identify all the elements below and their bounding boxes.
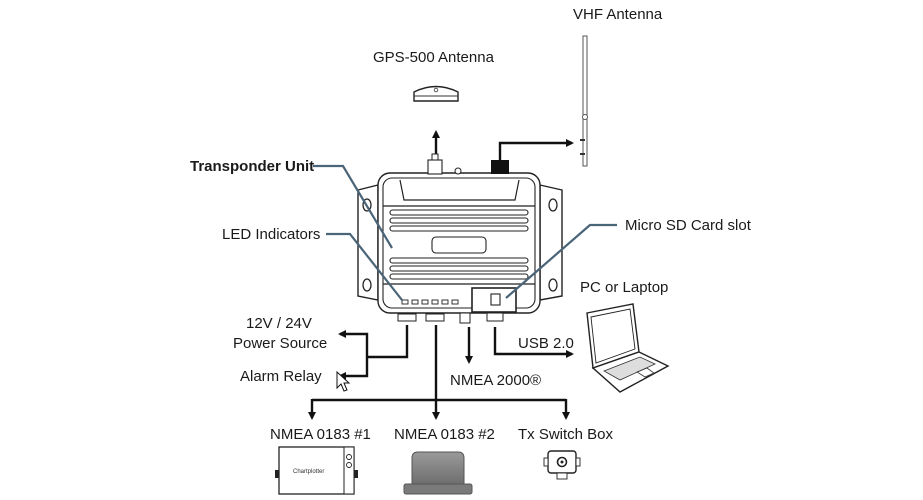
transponder-unit-label: Transponder Unit [190,158,314,175]
vhf-antenna: VHF Antenna [573,6,663,167]
laptop-icon [586,303,670,393]
tx-switch-box-device [543,450,581,480]
micro-sd-label: Micro SD Card slot [625,217,752,234]
power-source-label-line1: 12V / 24V [246,315,312,332]
vhf-antenna-label: VHF Antenna [573,6,663,23]
gps-antenna-label: GPS-500 Antenna [373,49,495,66]
alarm-relay-label: Alarm Relay [240,368,322,385]
usb-arrow [493,327,574,358]
nmea0183-1-label: NMEA 0183 #1 [270,426,371,443]
power-source-label-line2: Power Source [233,335,327,352]
vhf-connection-arrow [498,139,574,160]
micro-sd-callout [505,223,617,299]
nmea2000-label: NMEA 2000® [450,372,541,389]
nmea0183-2-label: NMEA 0183 #2 [394,426,495,443]
usb-label: USB 2.0 [518,335,574,352]
led-indicators [401,299,459,305]
chartplotter-device: Chartplotter [275,446,358,495]
vhf-connector [491,160,509,174]
led-indicators-label: LED Indicators [222,226,320,243]
gps-connector [427,159,443,175]
tx-switch-label: Tx Switch Box [518,426,614,443]
transponder-unit-callout [313,164,393,249]
nmea0183-2-device [403,451,473,495]
gps-antenna: GPS-500 Antenna [373,49,495,102]
mouse-cursor-icon [336,370,351,392]
power-source-arrow [338,330,369,357]
alarm-relay-arrow [338,357,369,380]
pc-laptop-label: PC or Laptop [580,279,668,296]
transponder-unit [357,153,563,324]
chartplotter-label: Chartplotter [293,469,324,475]
led-indicators-callout [326,232,403,301]
power-alarm-trunk [367,325,409,359]
